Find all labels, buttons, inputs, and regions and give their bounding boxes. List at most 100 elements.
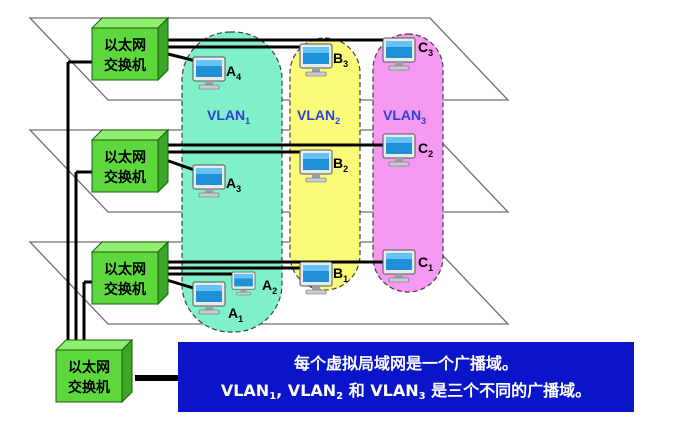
host-label: C2: [418, 140, 433, 159]
host-letter: B: [333, 50, 343, 66]
host-a2: A2: [231, 271, 277, 296]
monitor-neck: [312, 286, 320, 290]
host-subscript: 1: [428, 263, 433, 273]
vlan-name: VLAN: [207, 107, 245, 123]
switch-top-face: [54, 339, 134, 351]
switch-label-line1: 以太网: [104, 149, 146, 166]
vlan-subscript: 2: [335, 116, 340, 126]
host-letter: A: [262, 277, 272, 293]
host-c1: C1: [382, 249, 433, 283]
switch-top-face: [90, 129, 170, 141]
monitor-base: [198, 84, 220, 90]
host-subscript: 3: [428, 48, 433, 58]
monitor-base: [388, 277, 410, 283]
monitor-icon: [382, 249, 416, 283]
host-subscript: 2: [428, 149, 433, 159]
switch-label-line1: 以太网: [68, 359, 110, 376]
host-subscript: 3: [236, 184, 241, 194]
monitor-icon: [299, 261, 333, 295]
monitor-base: [305, 177, 327, 183]
monitor-icon: [192, 56, 226, 90]
switch-front-face: [91, 251, 159, 305]
switch-label-line2: 交换机: [104, 281, 146, 298]
host-subscript: 2: [272, 286, 277, 296]
host-label: A4: [226, 63, 241, 82]
monitor-icon: [231, 271, 256, 296]
host-label: C1: [418, 254, 433, 273]
switch-front-face: [91, 27, 159, 81]
host-label: A2: [262, 277, 277, 296]
host-letter: B: [333, 265, 343, 281]
host-subscript: 1: [238, 314, 243, 324]
vlan-name: VLAN: [383, 107, 421, 123]
host-label: A1: [228, 305, 243, 324]
caption-box: 每个虚拟局域网是一个广播域。 VLAN1, VLAN2 和 VLAN3 是三个不…: [178, 342, 634, 412]
host-label: B1: [333, 265, 348, 284]
switch-top-face: [90, 17, 170, 29]
host-label: A3: [226, 175, 241, 194]
vlan-name: VLAN: [297, 107, 335, 123]
monitor-base: [198, 309, 220, 315]
host-label: B3: [333, 50, 348, 69]
host-subscript: 1: [343, 274, 348, 284]
monitor-base: [388, 161, 410, 167]
monitor-neck: [312, 68, 320, 72]
monitor-base: [236, 291, 251, 296]
monitor-screen-highlight: [196, 285, 222, 291]
monitor-neck: [395, 274, 403, 278]
host-c2: C2: [382, 133, 433, 167]
monitor-base: [198, 192, 220, 198]
host-letter: C: [418, 254, 428, 270]
host-subscript: 3: [343, 59, 348, 69]
host-letter: A: [226, 175, 236, 191]
host-b3: B3: [299, 43, 348, 77]
monitor-neck: [240, 289, 247, 293]
switch-front-face: [55, 349, 123, 403]
switch-label-line2: 交换机: [104, 169, 146, 186]
host-label: B2: [333, 155, 348, 174]
vlan-subscript: 3: [421, 116, 426, 126]
switch-top-face: [90, 241, 170, 253]
vlan-label-2: VLAN2: [297, 107, 340, 126]
monitor-screen-highlight: [196, 60, 222, 66]
switch-label-line1: 以太网: [104, 261, 146, 278]
host-b1: B1: [299, 261, 348, 295]
monitor-icon: [299, 149, 333, 183]
host-a3: A3: [192, 164, 241, 198]
monitor-screen-highlight: [303, 153, 329, 159]
monitor-icon: [382, 133, 416, 167]
vlan-label-1: VLAN1: [207, 107, 250, 126]
host-a4: A4: [192, 56, 241, 90]
host-label: C3: [418, 39, 433, 58]
host-letter: A: [226, 63, 236, 79]
host-letter: C: [418, 39, 428, 55]
switch-side-face: [157, 240, 169, 306]
monitor-screen-highlight: [386, 137, 412, 143]
host-subscript: 2: [343, 164, 348, 174]
monitor-icon: [382, 37, 416, 71]
monitor-screen-highlight: [386, 253, 412, 259]
monitor-screen-highlight: [234, 274, 253, 279]
switch-side-face: [157, 16, 169, 82]
monitor-icon: [192, 281, 226, 315]
caption-sub: 2: [336, 391, 344, 402]
monitor-neck: [395, 62, 403, 66]
monitor-screen-highlight: [303, 265, 329, 271]
switch-side-face: [121, 338, 133, 404]
caption-line-1: 每个虚拟局域网是一个广播域。: [293, 354, 518, 373]
switch-side-face: [157, 128, 169, 194]
host-letter: A: [228, 305, 238, 321]
monitor-neck: [205, 189, 213, 193]
switch-label-line2: 交换机: [104, 57, 146, 74]
vlan-subscript: 1: [245, 116, 250, 126]
monitor-screen-highlight: [196, 168, 222, 174]
